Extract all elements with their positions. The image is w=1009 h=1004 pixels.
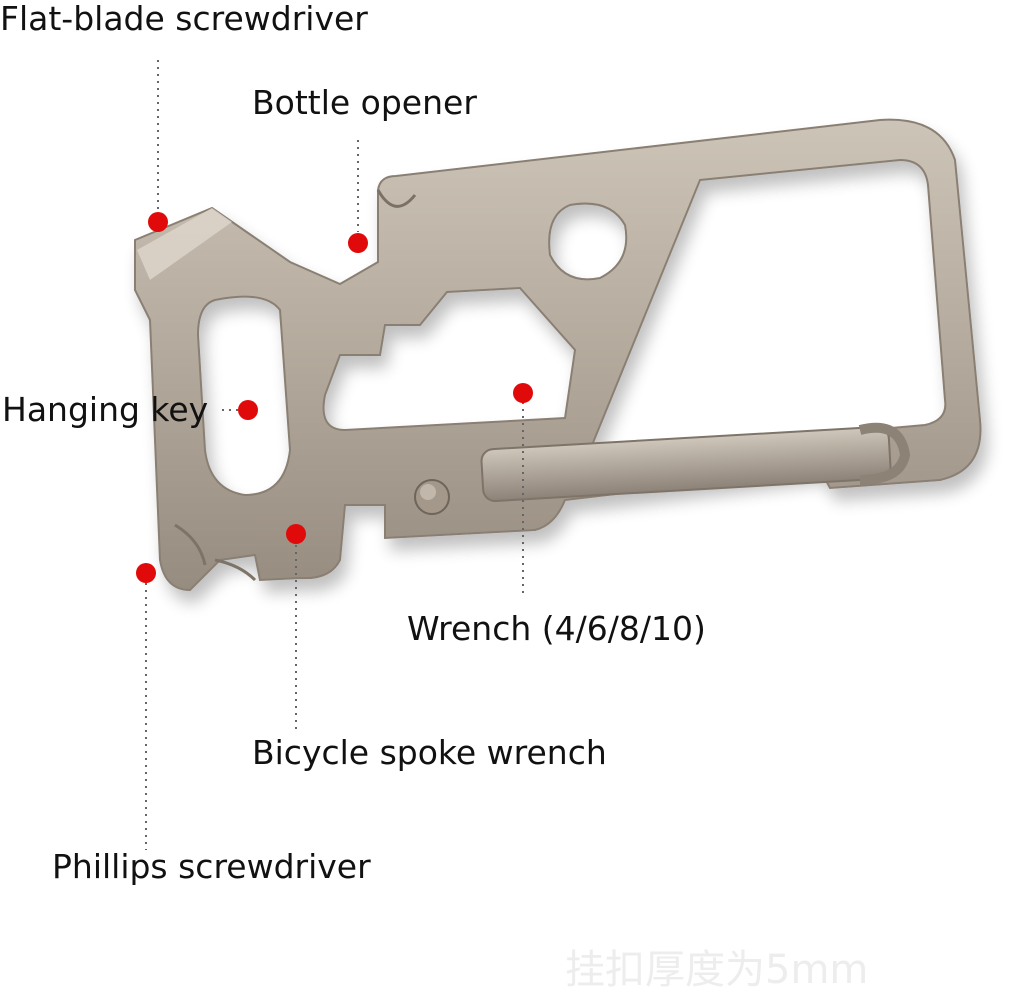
flat-blade-bevel — [137, 208, 232, 280]
tool-body — [134, 118, 982, 592]
spring-gate — [480, 425, 892, 503]
marker-flat-blade — [148, 212, 168, 232]
spring-hook — [858, 422, 911, 485]
phillips-corner — [174, 523, 257, 582]
marker-wrench — [513, 383, 533, 403]
leader-lines — [145, 60, 524, 850]
markers — [136, 212, 533, 583]
label-bicycle-spoke-wrench: Bicycle spoke wrench — [252, 733, 607, 772]
label-hanging-key: Hanging key — [2, 390, 209, 429]
label-phillips-screwdriver: Phillips screwdriver — [52, 847, 371, 886]
marker-phillips — [136, 563, 156, 583]
label-wrench: Wrench (4/6/8/10) — [407, 609, 706, 648]
marker-spoke-wrench — [286, 524, 306, 544]
label-flat-blade-screwdriver: Flat-blade screwdriver — [0, 0, 368, 38]
marker-hanging-key — [238, 400, 258, 420]
label-bottle-opener: Bottle opener — [252, 83, 477, 122]
watermark-text: 挂扣厚度为5mm — [565, 947, 869, 993]
rivet-highlight — [420, 484, 436, 500]
bottle-opener-notch — [376, 189, 417, 208]
marker-bottle-opener — [348, 233, 368, 253]
